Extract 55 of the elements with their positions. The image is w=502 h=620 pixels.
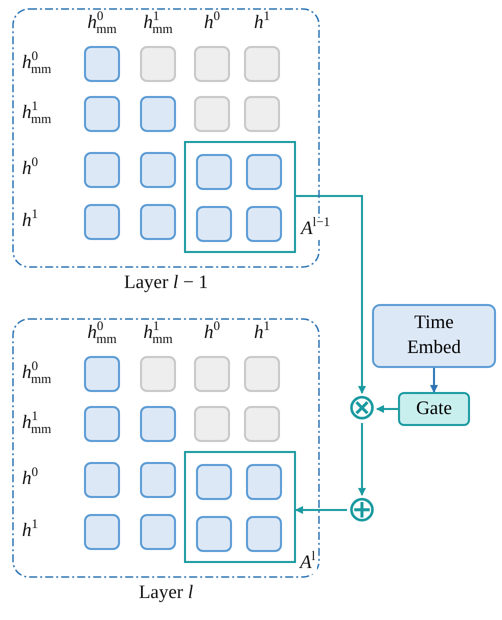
row-header: h$^{1}$: [22, 520, 38, 542]
masked-cell: [244, 356, 280, 392]
attention-cell: [84, 406, 120, 442]
attention-cell: [84, 152, 120, 188]
matrix-label: A$^{l}$: [298, 552, 318, 574]
attention-cell: [140, 96, 176, 132]
arrow: [296, 195, 366, 394]
operator-symbol: ⊕: [347, 495, 377, 525]
masked-cell: [194, 406, 230, 442]
column-header: h$^{1}$: [253, 322, 271, 344]
arrow: [430, 368, 438, 393]
masked-cell: [140, 356, 176, 392]
attention-cell: [84, 514, 120, 550]
column-header: h$^{0}$: [203, 12, 221, 34]
masked-cell: [140, 46, 176, 82]
attention-cell: [140, 406, 176, 442]
column-header: h$^{1}$: [253, 12, 271, 34]
panel-caption: Layer l: [138, 582, 194, 604]
attention-cell: [196, 516, 232, 552]
masked-cell: [194, 46, 230, 82]
attention-cell: [196, 154, 232, 190]
attention-cell: [140, 152, 176, 188]
attention-cell: [246, 464, 282, 500]
matrix-label: A$^{l−1}$: [299, 218, 332, 240]
arrow: [358, 423, 366, 496]
attention-cell: [246, 516, 282, 552]
masked-cell: [194, 96, 230, 132]
attention-cell: [84, 96, 120, 132]
attention-cell: [84, 356, 120, 392]
operator-symbol: ⊗: [347, 393, 377, 423]
row-header: h$^{0}$: [22, 158, 38, 180]
row-header: h$^{1}$: [22, 210, 38, 232]
highlight-frame: [184, 141, 296, 253]
arrow: [376, 405, 398, 413]
arrow: [295, 506, 347, 514]
attention-cell: [246, 154, 282, 190]
attention-cell: [196, 206, 232, 242]
masked-cell: [244, 46, 280, 82]
panel-caption: Layer l − 1: [122, 272, 210, 294]
attention-cell: [84, 204, 120, 240]
attention-cell: [140, 514, 176, 550]
masked-cell: [244, 406, 280, 442]
attention-cell: [140, 204, 176, 240]
attention-cell: [84, 462, 120, 498]
attention-cell: [140, 462, 176, 498]
masked-cell: [244, 96, 280, 132]
gate-box: Gate: [398, 392, 470, 426]
attention-cell: [246, 206, 282, 242]
masked-cell: [194, 356, 230, 392]
embed-box: Time Embed: [372, 304, 496, 368]
attention-cell: [84, 46, 120, 82]
row-header: h$^{0}$: [22, 468, 38, 490]
highlight-frame: [184, 451, 296, 563]
column-header: h$^{0}$: [203, 322, 221, 344]
attention-cell: [196, 464, 232, 500]
